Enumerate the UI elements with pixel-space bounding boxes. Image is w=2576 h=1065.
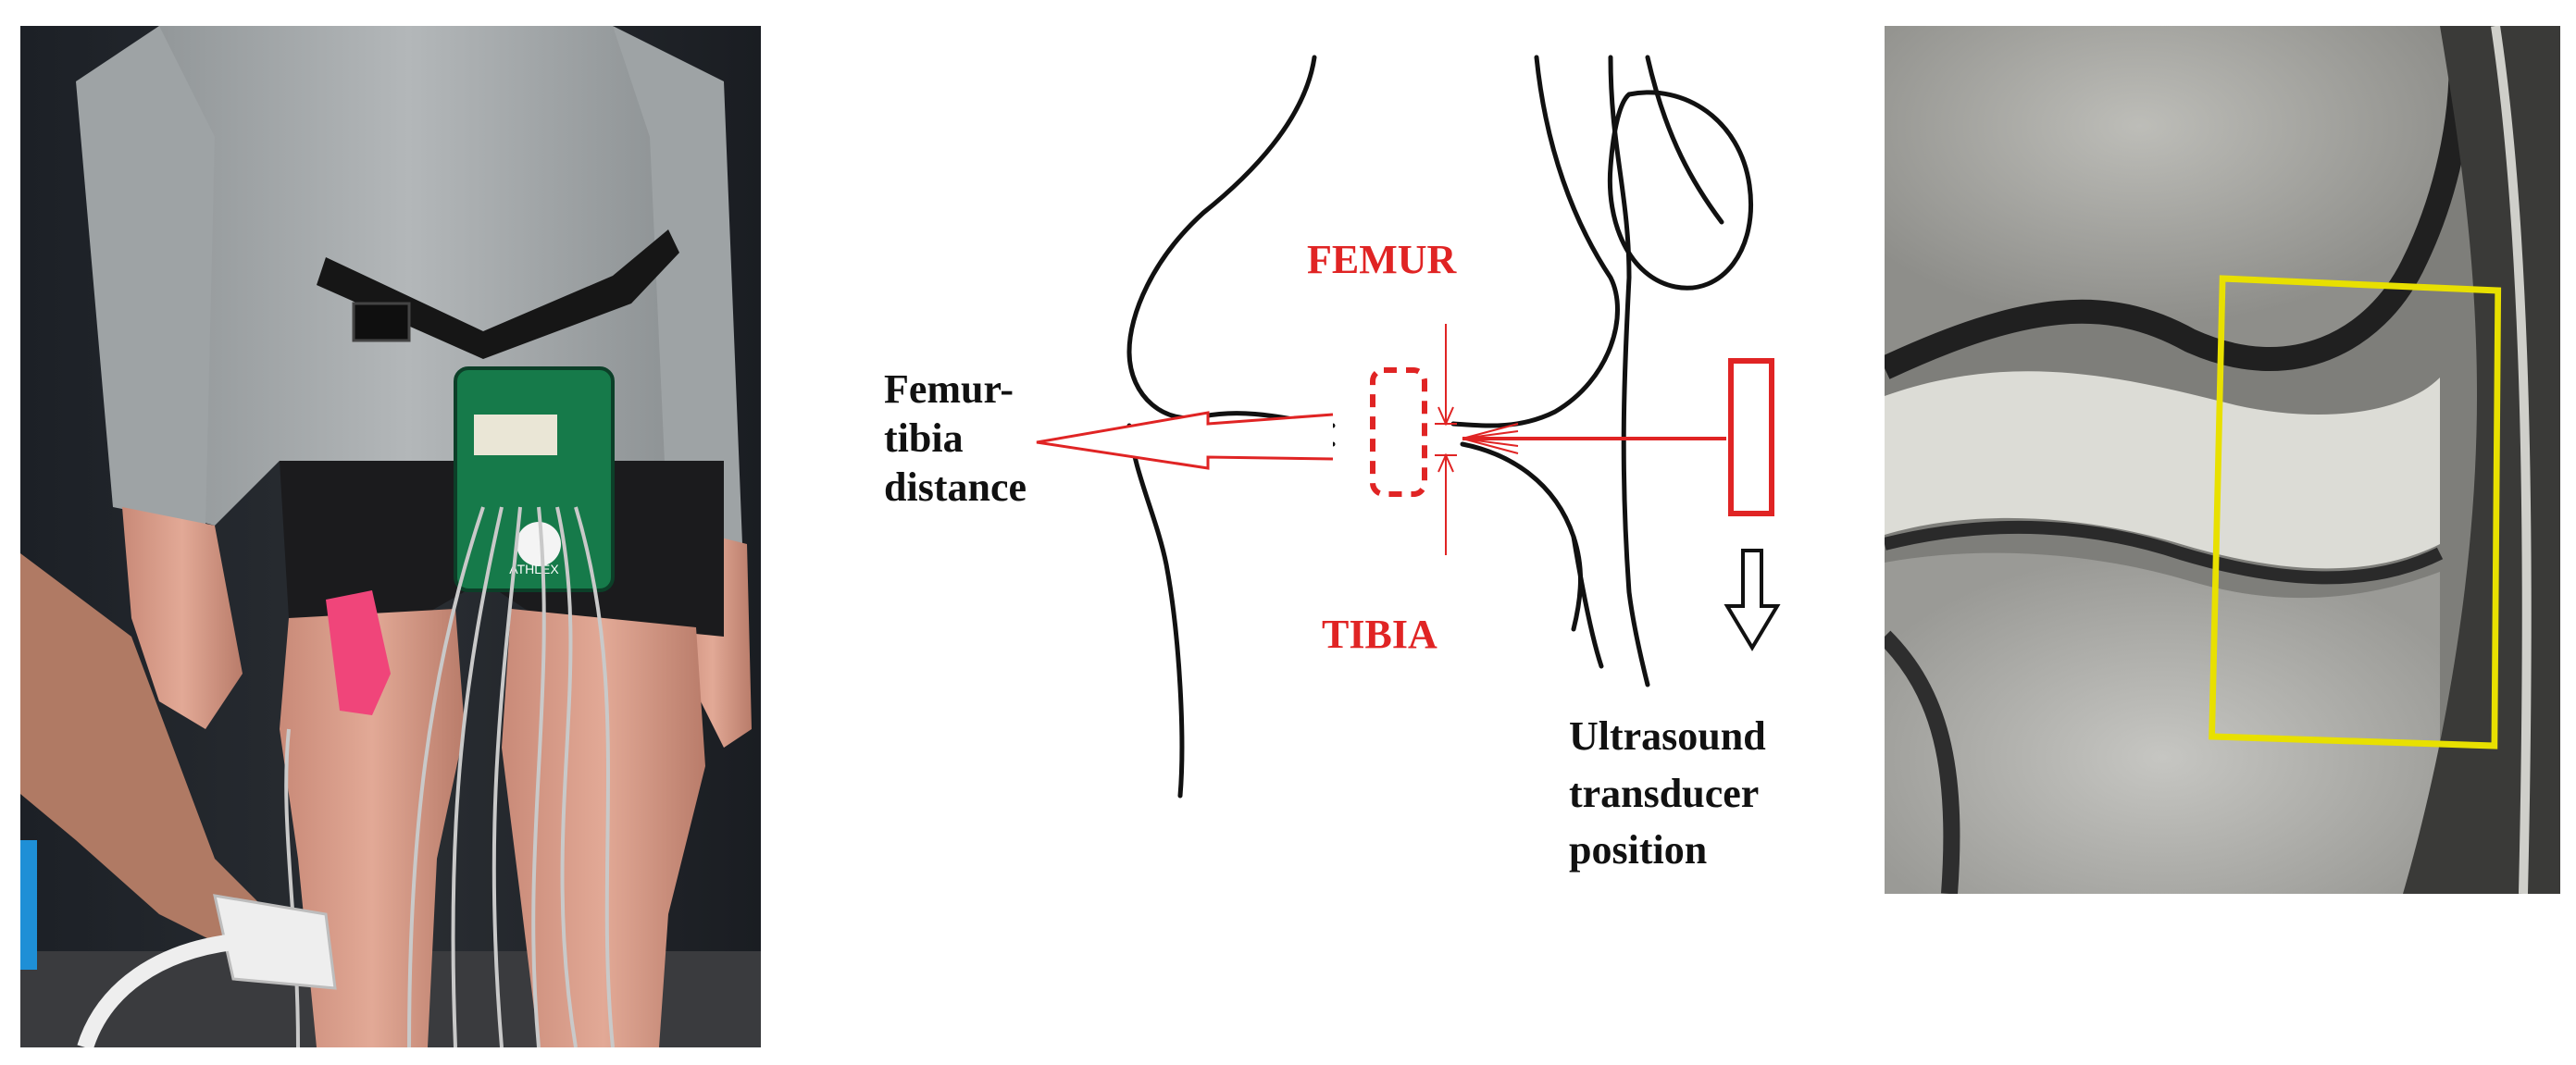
mri-joint-line [1885, 520, 2444, 585]
subject-left-hand [122, 507, 243, 729]
transducer-symbol [1728, 358, 1774, 516]
pink-skin-marker [326, 590, 391, 715]
belt-buckle [352, 302, 411, 342]
mri-tendon-line [2491, 26, 2532, 894]
electrode-wires [284, 506, 615, 1047]
mri-cartilage [1885, 371, 2440, 569]
femur-posterior-outline [1450, 55, 1620, 428]
subject-photo: ATHLEX [20, 26, 761, 1047]
tibia-posterior-outline [1460, 441, 1583, 632]
transducer-label-line1: Ultrasound [1569, 713, 1766, 759]
distance-label-line2: tibia [884, 415, 964, 461]
mri-tibia [1885, 552, 2440, 894]
mri-femur-cortex [1885, 26, 2473, 379]
transducer-label-line2: transducer [1569, 771, 1759, 816]
knee-diagram: FEMUR TIBIA Femur- tibia distance Ultras… [815, 37, 1870, 1036]
quad-tendon-outline [1645, 55, 1724, 225]
operator-arm [20, 553, 280, 960]
blue-object [20, 840, 37, 970]
transducer-label-line3: position [1569, 827, 1707, 873]
waist-belt [317, 229, 679, 359]
caliper-lines [1435, 324, 1457, 555]
joint-space-box [1370, 367, 1427, 497]
right-sleeve [613, 26, 742, 544]
mri-femur [1885, 26, 2452, 359]
distance-label-line3: distance [884, 464, 1027, 510]
down-arrow-icon [1724, 549, 1781, 651]
right-leg [502, 609, 705, 1047]
roi-rectangle [2209, 275, 2502, 749]
fibula-outline [1571, 534, 1604, 669]
ultrasound-beam [1462, 423, 1726, 454]
patellar-tendon-outline [1608, 55, 1650, 687]
probe-cable [77, 934, 235, 1047]
mri-anterior-cortex [1885, 630, 1960, 894]
tibia-anterior-outline [1126, 423, 1185, 799]
mri-image [1885, 26, 2560, 894]
distance-label-line1: Femur- [884, 366, 1014, 412]
bone-outlines [1126, 55, 1753, 799]
subject-photo-illustration: ATHLEX [20, 26, 761, 1047]
left-sleeve [76, 26, 215, 526]
tibia-label: TIBIA [1322, 612, 1437, 657]
femur-outline [1126, 55, 1336, 428]
knee-diagram-svg: FEMUR TIBIA Femur- tibia distance Ultras… [884, 55, 1781, 873]
sensor-brand-text: ATHLEX [509, 562, 559, 576]
femur-label: FEMUR [1307, 237, 1458, 282]
mri-image-illustration [1885, 26, 2560, 894]
patella-outline [1607, 90, 1753, 291]
distance-pointer-arrow [1036, 411, 1334, 470]
